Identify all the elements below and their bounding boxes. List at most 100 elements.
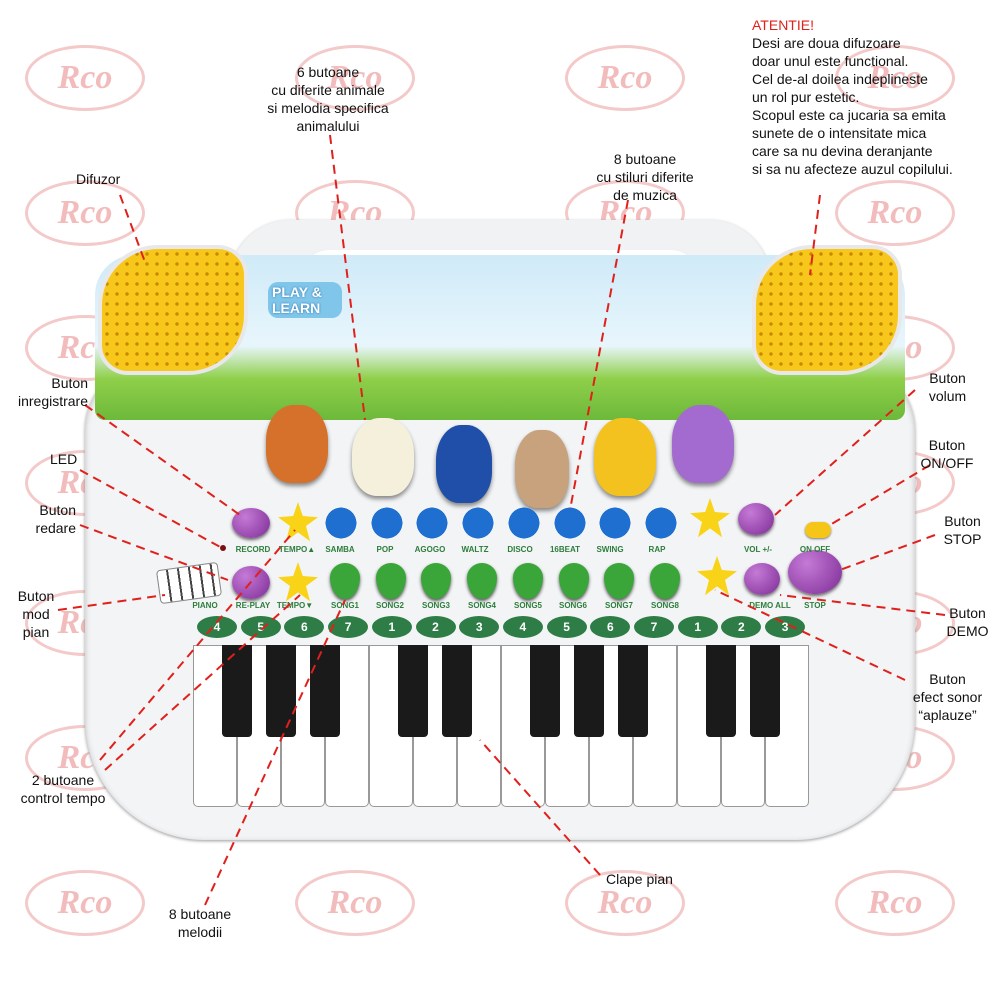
demo-button[interactable]: [744, 563, 780, 595]
black-key[interactable]: [618, 645, 648, 737]
black-key[interactable]: [750, 645, 780, 737]
callout-line-text: redare: [35, 520, 76, 536]
music-style-button[interactable]: [597, 505, 634, 541]
callout-line-text: 2 butoane: [31, 772, 95, 788]
button-label: PIANO: [192, 601, 218, 610]
warning-line: Desi are doua difuzoare: [752, 35, 901, 51]
speaker-left: [98, 245, 248, 375]
speaker-right: [752, 245, 902, 375]
animal-button-sheep[interactable]: [352, 418, 414, 496]
volume-button[interactable]: [738, 503, 774, 535]
rco-watermark: Rco: [835, 180, 955, 246]
callout-leader-line: [829, 464, 931, 526]
callout-line-text: “aplauze”: [918, 707, 977, 723]
callout-led: LED: [50, 451, 78, 467]
animal-button-bird[interactable]: [436, 425, 492, 503]
note-badge: 6: [590, 616, 631, 638]
music-style-button[interactable]: [505, 505, 542, 541]
led-indicator: [220, 545, 226, 551]
callout-keys: Clape pian: [606, 871, 673, 887]
animal-button-duck[interactable]: [594, 418, 656, 496]
note-badge: 4: [502, 616, 543, 638]
callout-speaker: Difuzor: [76, 171, 121, 187]
warning-line: Cel de-al doilea indeplineste: [752, 71, 928, 87]
rco-watermark: Rco: [835, 45, 955, 111]
music-style-button[interactable]: [460, 505, 497, 541]
music-style-button[interactable]: [368, 505, 405, 541]
callout-line-text: efect sonor: [912, 689, 983, 705]
animal-button-horse[interactable]: [266, 405, 328, 483]
music-style-button[interactable]: [414, 505, 451, 541]
song-button[interactable]: [512, 563, 543, 599]
animal-button-dog[interactable]: [515, 430, 569, 508]
button-label: DISCO: [507, 545, 533, 554]
animal-button-cow[interactable]: [672, 405, 734, 483]
callout-line-text: control tempo: [20, 790, 106, 806]
callout-line-text: pian: [22, 624, 50, 640]
note-badge: 2: [721, 616, 762, 638]
rco-watermark: Rco: [25, 180, 145, 246]
black-key[interactable]: [530, 645, 560, 737]
button-label: SONG2: [375, 601, 404, 610]
song-button[interactable]: [558, 563, 589, 599]
black-key[interactable]: [266, 645, 296, 737]
note-badge: 3: [765, 616, 806, 638]
button-label: SONG1: [330, 601, 359, 610]
button-label: DEMO ALL: [749, 601, 791, 610]
note-badge: 1: [677, 616, 718, 638]
music-style-button[interactable]: [323, 505, 359, 541]
button-label: VOL +/-: [743, 545, 773, 554]
music-style-button[interactable]: [642, 505, 679, 541]
song-button[interactable]: [375, 563, 406, 599]
on-off-switch[interactable]: [805, 522, 831, 538]
callout-line-text: volum: [928, 388, 967, 404]
note-badge: 2: [415, 616, 456, 638]
song-button[interactable]: [649, 563, 680, 599]
button-label: SONG3: [421, 601, 450, 610]
note-badge: 5: [546, 616, 587, 638]
callout-leader-line: [99, 529, 296, 761]
note-badge: 7: [328, 616, 369, 638]
black-key[interactable]: [222, 645, 252, 737]
rco-watermark: Rco: [295, 870, 415, 936]
button-label: ON OFF: [799, 545, 831, 554]
song-button[interactable]: [467, 563, 498, 599]
callout-line-text: Buton: [949, 605, 986, 621]
song-button[interactable]: [330, 563, 360, 599]
callout-line-text: cu diferite animale: [271, 82, 385, 98]
callout-leader-line: [714, 589, 906, 681]
callout-line-text: cu stiluri diferite: [596, 169, 694, 185]
callout-leader-line: [569, 199, 629, 511]
music-style-button[interactable]: [551, 505, 588, 541]
note-badge: 5: [240, 616, 281, 638]
warning-line: care sa nu devina deranjante: [752, 143, 933, 159]
song-button[interactable]: [604, 563, 635, 599]
note-badge: 3: [459, 616, 500, 638]
callout-leader-line: [79, 524, 229, 581]
callout-leader-line: [774, 389, 916, 516]
black-key[interactable]: [574, 645, 604, 737]
callout-volume: Buton volum: [915, 369, 980, 405]
black-key[interactable]: [442, 645, 472, 737]
button-label: SONG8: [650, 601, 679, 610]
black-key[interactable]: [310, 645, 340, 737]
callout-leader-line: [79, 469, 223, 549]
button-label: TEMPO▼: [276, 601, 314, 610]
warning-line: un rol pur estetic.: [752, 89, 860, 105]
button-label: SONG6: [558, 601, 587, 610]
callout-line-text: Buton: [17, 588, 55, 604]
callout-leader-line: [779, 594, 946, 616]
button-label: RE-PLAY: [235, 601, 271, 610]
stop-button[interactable]: [788, 550, 842, 594]
callout-line-text: ON/OFF: [920, 455, 974, 471]
black-key[interactable]: [398, 645, 428, 737]
callout-leader-line: [809, 194, 821, 276]
callout-line-text: Buton: [929, 370, 966, 386]
black-key[interactable]: [706, 645, 736, 737]
callout-line-text: animalului: [296, 118, 360, 134]
button-label: TEMPO▲: [278, 545, 316, 554]
